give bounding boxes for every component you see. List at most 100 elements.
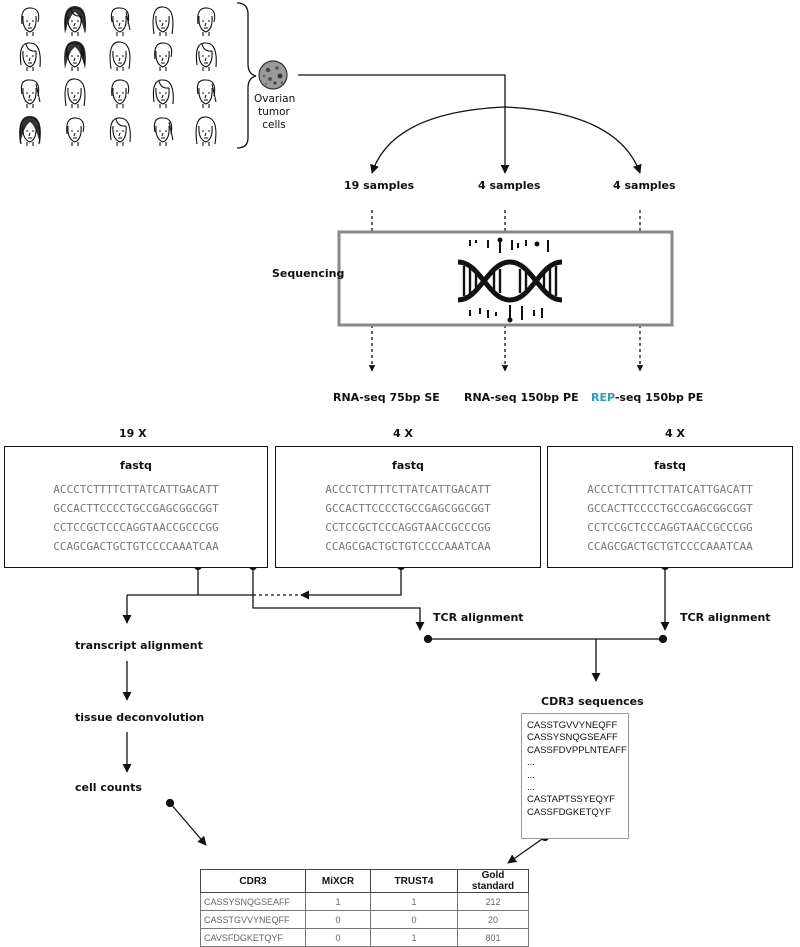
fastq-line: GCCACTTCCCCTGCCGAGCGGCGGT xyxy=(53,502,219,515)
step-cell-counts: cell counts xyxy=(75,781,142,794)
table-cell: 212 xyxy=(457,892,529,911)
cdr3-sequence: CASSTGVVYNEQFF xyxy=(527,720,618,731)
cdr3-sequence: CASTAPTSSYEQYF xyxy=(527,794,615,806)
cdr3-sequence: ... xyxy=(527,782,535,794)
sample-group-label: 4 samples xyxy=(478,179,541,192)
fastq-title: fastq xyxy=(654,459,686,472)
fastq-line: ACCCTCTTTTCTTATCATTGACATT xyxy=(325,483,491,496)
patient-face-icon xyxy=(197,7,216,36)
sample-group-label: 19 samples xyxy=(344,179,415,192)
table-cell: 1 xyxy=(305,892,371,911)
seq-type-accent: REP xyxy=(591,391,615,404)
patient-face-icon xyxy=(64,78,86,108)
sequencing-box xyxy=(337,230,674,327)
pipeline-arrows xyxy=(122,661,550,864)
patient-face-icon xyxy=(152,6,174,36)
patient-face-icon xyxy=(21,7,40,36)
fastq-box: fastq ACCCTCTTTTCTTATCATTGACATT GCCACTTC… xyxy=(275,446,541,568)
patient-face-icon xyxy=(154,42,173,71)
step-transcript-alignment: transcript alignment xyxy=(75,639,203,652)
table-cell: 801 xyxy=(457,928,529,947)
table-cell: CAVSFDGKETQYF xyxy=(200,928,306,947)
fastq-line: ACCCTCTTTTCTTATCATTGACATT xyxy=(587,483,753,496)
patient-face-icon xyxy=(64,41,86,71)
patient-face-icon xyxy=(109,41,131,71)
dna-icon xyxy=(457,237,563,323)
table-header-row: CDR3 MiXCR TRUST4 Gold standard xyxy=(200,869,529,893)
fastq-title: fastq xyxy=(120,459,152,472)
source-label-line: cells xyxy=(262,119,286,131)
column-header: TRUST4 xyxy=(370,869,458,893)
sample-multiplier: 4 X xyxy=(665,427,685,440)
patient-face-icon xyxy=(20,79,41,108)
patient-brace xyxy=(236,2,257,149)
sample-multiplier: 4 X xyxy=(393,427,413,440)
table-cell: CASSTGVVYNEQFF xyxy=(200,910,306,929)
fastq-box: fastq ACCCTCTTTTCTTATCATTGACATT GCCACTTC… xyxy=(547,446,793,568)
fastq-line: ACCCTCTTTTCTTATCATTGACATT xyxy=(53,483,219,496)
sample-multiplier: 19 X xyxy=(119,427,147,440)
seq-type-text: -seq 150bp PE xyxy=(614,391,704,404)
cdr3-sequence: CASSYSNQGSEAFF xyxy=(527,732,618,744)
patient-face-icon xyxy=(195,42,217,71)
table-cell: 20 xyxy=(457,910,529,929)
patient-face-icon xyxy=(152,79,174,108)
table-cell: 0 xyxy=(305,910,371,929)
cdr3-sequence: ... xyxy=(527,769,535,781)
fastq-line: GCCACTTCCCCTGCCGAGCGGCGGT xyxy=(325,502,491,515)
source-label-line: Ovarian xyxy=(254,93,296,105)
patient-face-icon xyxy=(19,116,41,146)
seq-type-label: RNA-seq 75bp SE xyxy=(333,391,440,404)
source-label-line: tumor xyxy=(258,106,290,118)
fastq-line: CCTCCGCTCCCAGGTAACCGCCCGG xyxy=(587,521,753,534)
patient-face-icon xyxy=(110,7,131,36)
table-row: CASSTGVVYNEQFF 0 0 20 xyxy=(200,910,529,929)
column-header: CDR3 xyxy=(200,869,306,893)
tumor-cell-icon xyxy=(258,60,288,90)
tcr-alignment-label: TCR alignment xyxy=(433,611,524,624)
table-cell: 0 xyxy=(305,928,371,947)
patient-face-icon xyxy=(195,116,217,146)
fastq-box: fastq ACCCTCTTTTCTTATCATTGACATT GCCACTTC… xyxy=(4,446,268,568)
sample-split xyxy=(298,74,642,174)
table-cell: 1 xyxy=(370,892,458,911)
patient-face-icon xyxy=(153,117,174,146)
fastq-line: CCAGCGACTGCTGTCCCCAAATCAA xyxy=(53,540,219,553)
results-table: CDR3 MiXCR TRUST4 Gold standard CASSYSNQ… xyxy=(200,869,529,947)
patient-face-icon xyxy=(196,79,217,108)
table-cell: CASSYSNQGSEAFF xyxy=(200,892,306,911)
sequencing-flow xyxy=(368,210,644,372)
sequencing-label: Sequencing xyxy=(272,267,345,280)
seq-type-text: RNA-seq 75bp SE xyxy=(333,391,440,404)
table-row: CASSYSNQGSEAFF 1 1 212 xyxy=(200,892,529,911)
step-tissue-deconvolution: tissue deconvolution xyxy=(75,711,205,724)
table-cell: 0 xyxy=(370,910,458,929)
fastq-line: CCTCCGCTCCCAGGTAACCGCCCGG xyxy=(53,521,219,534)
sample-group-label: 4 samples xyxy=(613,179,676,192)
tcr-alignment-label: TCR alignment xyxy=(680,611,771,624)
fastq-line: CCAGCGACTGCTGTCCCCAAATCAA xyxy=(325,540,491,553)
seq-type-text: RNA-seq 150bp PE xyxy=(464,391,579,404)
column-header: MiXCR xyxy=(305,869,371,893)
fastq-title: fastq xyxy=(392,459,424,472)
seq-type-label: REP-seq 150bp PE xyxy=(591,391,703,404)
cdr3-sequence: CASSFDGKETQYF xyxy=(527,806,611,818)
patient-face-icon xyxy=(64,6,86,36)
table-row: CAVSFDGKETQYF 0 1 801 xyxy=(200,928,529,947)
source-label: Ovarian tumor cells xyxy=(254,93,296,132)
patient-faces xyxy=(19,6,217,146)
patient-face-icon xyxy=(109,117,131,146)
cdr3-sequence: ... xyxy=(527,757,535,769)
column-header: Gold standard xyxy=(457,869,529,893)
table-cell: 1 xyxy=(370,928,458,947)
cdr3-sequence-list: CASSTGVVYNEQFF CASSYSNQGSEAFF CASSFDVPPL… xyxy=(521,713,629,839)
patient-face-icon xyxy=(111,79,130,108)
cdr3-sequence: CASSFDVPPLNTEAFF xyxy=(527,744,627,756)
patient-face-icon xyxy=(19,42,41,71)
seq-type-label: RNA-seq 150bp PE xyxy=(464,391,579,404)
fastq-line: CCTCCGCTCCCAGGTAACCGCCCGG xyxy=(325,521,491,534)
patient-face-icon xyxy=(66,117,85,146)
cdr3-heading: CDR3 sequences xyxy=(541,695,644,708)
fastq-line: CCAGCGACTGCTGTCCCCAAATCAA xyxy=(587,540,753,553)
